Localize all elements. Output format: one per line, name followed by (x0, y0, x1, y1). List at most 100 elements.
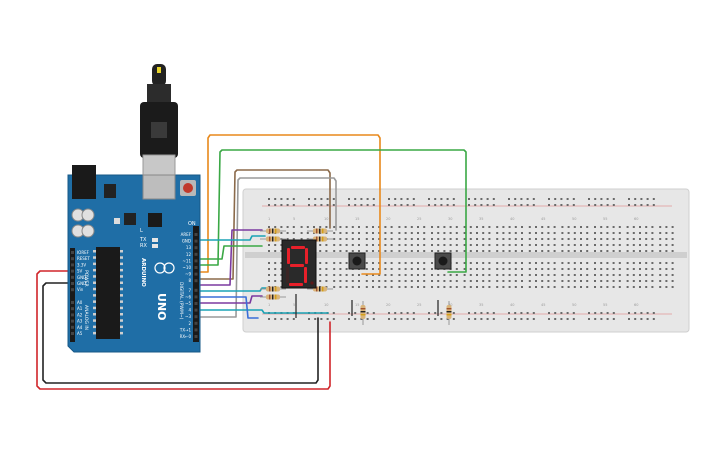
terminal-hole[interactable] (410, 238, 413, 240)
rail-hole[interactable] (606, 198, 609, 200)
terminal-hole[interactable] (671, 268, 674, 270)
terminal-hole[interactable] (345, 250, 348, 252)
terminal-hole[interactable] (417, 232, 419, 234)
terminal-hole[interactable] (580, 286, 582, 288)
terminal-hole[interactable] (268, 250, 270, 252)
terminal-hole[interactable] (463, 286, 466, 288)
rail-hole[interactable] (588, 204, 590, 206)
terminal-hole[interactable] (573, 262, 576, 264)
seven-segment-display[interactable] (281, 239, 317, 289)
terminal-hole[interactable] (390, 238, 393, 240)
terminal-hole[interactable] (632, 238, 635, 240)
terminal-hole[interactable] (488, 250, 491, 252)
rail-hole[interactable] (566, 318, 569, 320)
terminal-hole[interactable] (372, 286, 374, 288)
terminal-hole[interactable] (469, 280, 472, 282)
terminal-hole[interactable] (365, 232, 368, 234)
terminal-hole[interactable] (528, 274, 531, 276)
terminal-hole[interactable] (404, 280, 407, 282)
terminal-hole[interactable] (482, 262, 485, 264)
rail-hole[interactable] (600, 312, 603, 314)
rail-hole[interactable] (480, 198, 483, 200)
terminal-hole[interactable] (567, 226, 570, 228)
terminal-hole[interactable] (423, 238, 426, 240)
terminal-hole[interactable] (431, 262, 433, 264)
terminal-hole[interactable] (410, 286, 413, 288)
terminal-hole[interactable] (384, 226, 387, 228)
rail-hole[interactable] (594, 198, 597, 200)
rail-hole[interactable] (514, 312, 517, 314)
terminal-hole[interactable] (488, 286, 491, 288)
terminal-hole[interactable] (580, 274, 582, 276)
terminal-hole[interactable] (521, 238, 523, 240)
terminal-hole[interactable] (476, 238, 478, 240)
rail-hole[interactable] (366, 312, 369, 314)
rail-hole[interactable] (634, 204, 637, 206)
terminal-hole[interactable] (319, 268, 322, 270)
terminal-hole[interactable] (541, 226, 544, 228)
terminal-hole[interactable] (659, 286, 662, 288)
terminal-hole[interactable] (404, 250, 407, 252)
terminal-hole[interactable] (561, 268, 564, 270)
terminal-hole[interactable] (384, 286, 387, 288)
rail-hole[interactable] (354, 312, 357, 314)
terminal-hole[interactable] (541, 262, 544, 264)
rail-hole[interactable] (440, 312, 443, 314)
terminal-hole[interactable] (645, 262, 648, 264)
terminal-hole[interactable] (496, 280, 499, 282)
terminal-hole[interactable] (547, 286, 550, 288)
terminal-hole[interactable] (618, 244, 621, 246)
terminal-hole[interactable] (659, 268, 662, 270)
terminal-hole[interactable] (612, 250, 615, 252)
terminal-hole[interactable] (319, 262, 322, 264)
rail-hole[interactable] (548, 312, 550, 314)
terminal-hole[interactable] (594, 286, 596, 288)
terminal-hole[interactable] (365, 238, 368, 240)
terminal-hole[interactable] (268, 274, 270, 276)
rail-hole[interactable] (508, 312, 510, 314)
terminal-hole[interactable] (339, 232, 342, 234)
rail-hole[interactable] (508, 318, 510, 320)
terminal-hole[interactable] (612, 286, 615, 288)
terminal-hole[interactable] (528, 286, 531, 288)
terminal-hole[interactable] (651, 250, 654, 252)
terminal-hole[interactable] (514, 244, 517, 246)
terminal-hole[interactable] (333, 286, 336, 288)
terminal-hole[interactable] (469, 262, 472, 264)
terminal-hole[interactable] (651, 238, 654, 240)
rail-hole[interactable] (634, 312, 637, 314)
terminal-hole[interactable] (351, 274, 354, 276)
rail-hole[interactable] (326, 318, 329, 320)
terminal-hole[interactable] (521, 232, 523, 234)
terminal-hole[interactable] (274, 250, 277, 252)
terminal-hole[interactable] (488, 268, 491, 270)
terminal-hole[interactable] (417, 238, 419, 240)
terminal-hole[interactable] (274, 274, 277, 276)
terminal-hole[interactable] (632, 262, 635, 264)
terminal-hole[interactable] (398, 232, 401, 234)
terminal-hole[interactable] (573, 238, 576, 240)
terminal-hole[interactable] (665, 238, 668, 240)
terminal-hole[interactable] (443, 250, 446, 252)
terminal-hole[interactable] (390, 286, 393, 288)
terminal-hole[interactable] (325, 250, 328, 252)
terminal-hole[interactable] (659, 238, 662, 240)
wire-teal-1[interactable] (200, 235, 266, 241)
terminal-hole[interactable] (567, 250, 570, 252)
rail-hole[interactable] (572, 312, 575, 314)
terminal-hole[interactable] (339, 280, 342, 282)
rail-hole[interactable] (600, 204, 603, 206)
terminal-hole[interactable] (390, 274, 393, 276)
terminal-hole[interactable] (404, 286, 407, 288)
terminal-hole[interactable] (325, 232, 328, 234)
terminal-hole[interactable] (319, 274, 322, 276)
terminal-hole[interactable] (339, 226, 342, 228)
terminal-hole[interactable] (553, 250, 556, 252)
terminal-hole[interactable] (268, 262, 270, 264)
rail-hole[interactable] (280, 318, 283, 320)
terminal-hole[interactable] (567, 244, 570, 246)
terminal-hole[interactable] (626, 232, 629, 234)
terminal-hole[interactable] (339, 274, 342, 276)
terminal-hole[interactable] (325, 262, 328, 264)
pushbutton-1[interactable] (348, 252, 366, 270)
